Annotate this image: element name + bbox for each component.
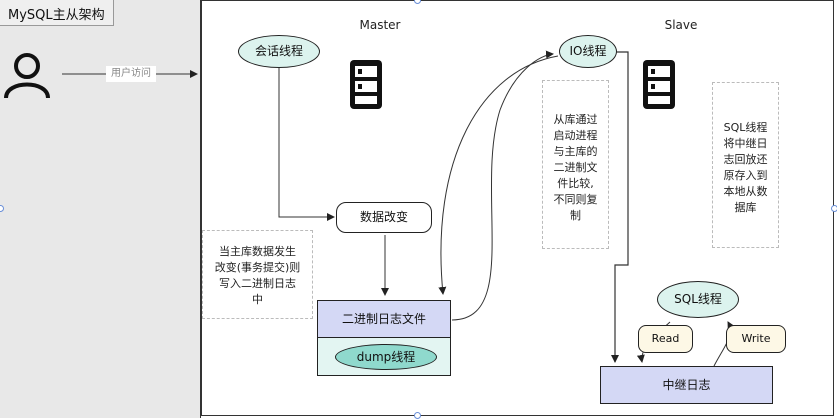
binlog-to-io-arrow: [451, 50, 554, 321]
write-label: Write: [726, 325, 786, 353]
io-note: 从库通过 启动进程 与主库的 二进制文 件比较, 不同则复 制: [542, 80, 609, 249]
sql-thread-node[interactable]: SQL线程: [657, 281, 739, 318]
binlog-file-node[interactable]: 二进制日志文件: [317, 300, 451, 338]
master-label: Master: [339, 14, 421, 38]
diagram-title: MySQL主从架构: [0, 0, 114, 26]
client-panel: [0, 0, 201, 418]
relay-log-node[interactable]: 中继日志: [600, 366, 773, 404]
io-thread-node[interactable]: IO线程: [559, 35, 617, 68]
selection-handle-right[interactable]: [831, 205, 837, 212]
server-icon: [643, 60, 675, 109]
user-icon: [4, 53, 50, 99]
io-to-binlog-arrow: [438, 55, 559, 295]
session-thread-node[interactable]: 会话线程: [238, 35, 320, 68]
session-to-change-arrow: [278, 67, 335, 221]
data-change-node[interactable]: 数据改变: [336, 202, 432, 233]
dump-thread-node[interactable]: dump线程: [335, 344, 437, 370]
selection-handle-left[interactable]: [0, 205, 4, 212]
server-icon: [350, 60, 382, 109]
user-access-label: 用户访问: [106, 66, 156, 82]
slave-label: Slave: [640, 14, 722, 38]
sql-note: SQL线程 将中继日 志回放还 原存入到 本地从数 据库: [712, 82, 779, 248]
read-label: Read: [638, 325, 693, 353]
io-to-relay-arrow: [611, 51, 629, 363]
selection-handle-top[interactable]: [414, 0, 421, 4]
binlog-note: 当主库数据发生 改变(事务提交)则 写入二进制日志 中: [202, 230, 313, 319]
